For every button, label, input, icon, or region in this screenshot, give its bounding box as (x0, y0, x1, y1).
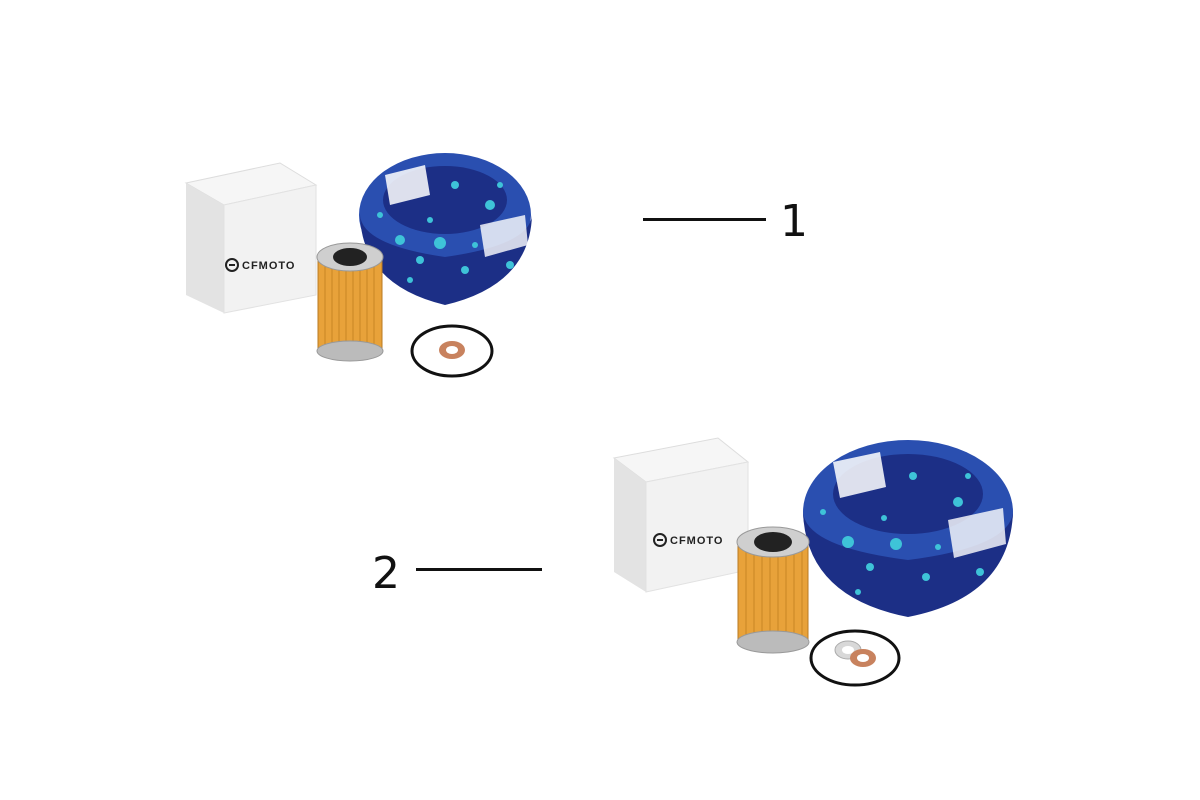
scarf (359, 153, 532, 305)
cfmoto-logo-icon (225, 258, 239, 272)
copper-washer (439, 341, 465, 359)
copper-washer (850, 649, 876, 667)
kit-2-svg: CFMOTO (612, 437, 1013, 687)
callout-number-1: 1 (780, 196, 808, 247)
box: CFMOTO (612, 437, 750, 593)
scarf (803, 440, 1013, 617)
o-ring (410, 324, 494, 378)
cfmoto-logo-icon (653, 533, 667, 547)
o-ring (809, 629, 901, 687)
kit-2-illustration: CFMOTO (608, 432, 1028, 692)
oil-filter (736, 526, 810, 654)
callout-line-1 (643, 218, 766, 221)
oil-filter (316, 242, 384, 362)
box-logo-text: CFMOTO (242, 260, 295, 272)
kit-1-svg: CFMOTO (184, 153, 532, 378)
callout-line-2 (416, 568, 542, 571)
box-logo-text: CFMOTO (670, 535, 723, 547)
box: CFMOTO (184, 162, 318, 314)
kit-1-illustration: CFMOTO (180, 145, 560, 385)
callout-number-2: 2 (372, 548, 400, 599)
